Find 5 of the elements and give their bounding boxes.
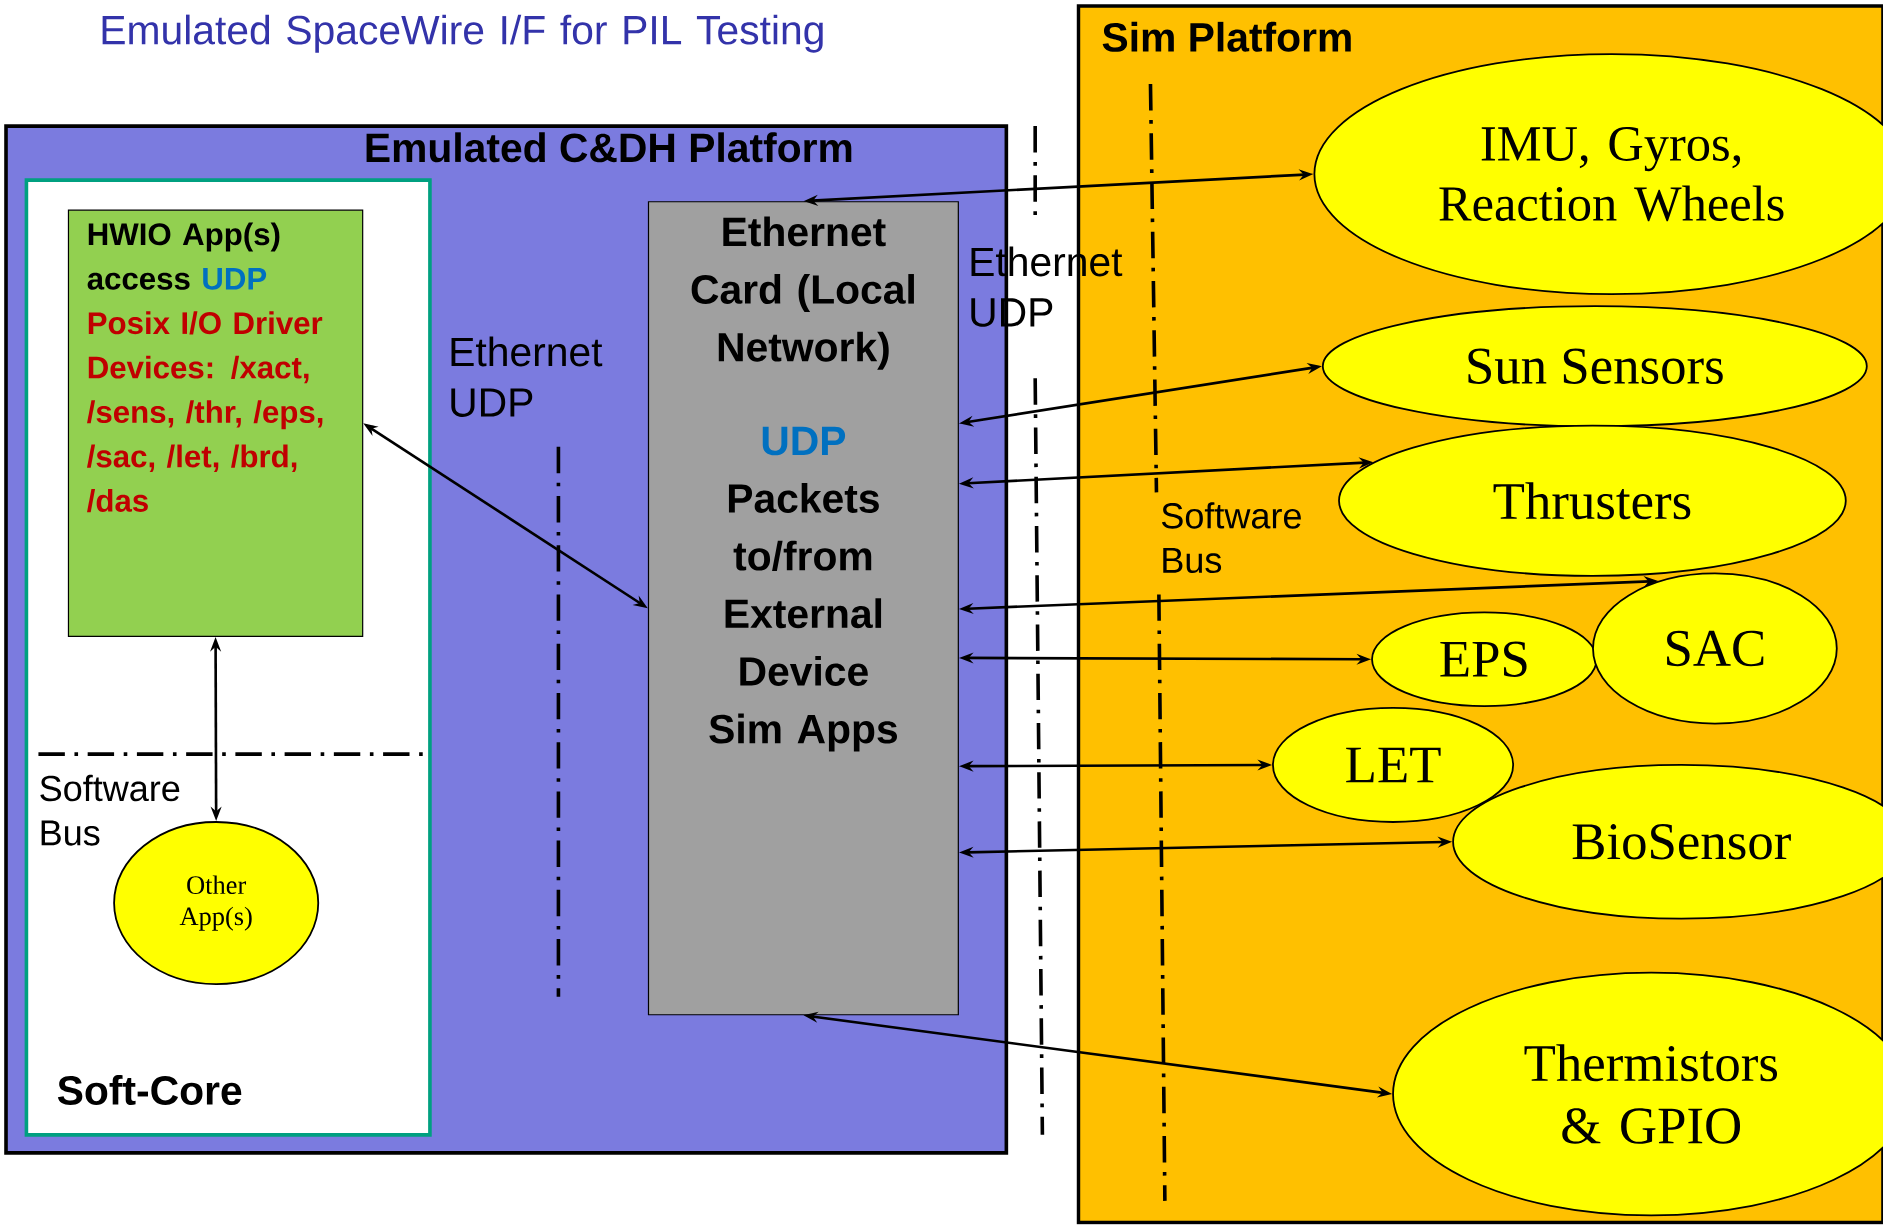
- process-box: Ethernet Card (Local Network) UDP Packets to/from External Device Sim Apps: [647, 201, 959, 1016]
- note-label: Ethernet UDP: [451, 336, 603, 417]
- app-box: HWIO App(s) access UDP Posix I/O Driver Devices: /xact, /sens, /thr, /eps, /sac, /let, /brd, /das: [67, 209, 364, 638]
- title: Emulated SpaceWire I/F for PIL Testing: [102, 14, 823, 53]
- note-label: Software Bus: [1161, 502, 1301, 574]
